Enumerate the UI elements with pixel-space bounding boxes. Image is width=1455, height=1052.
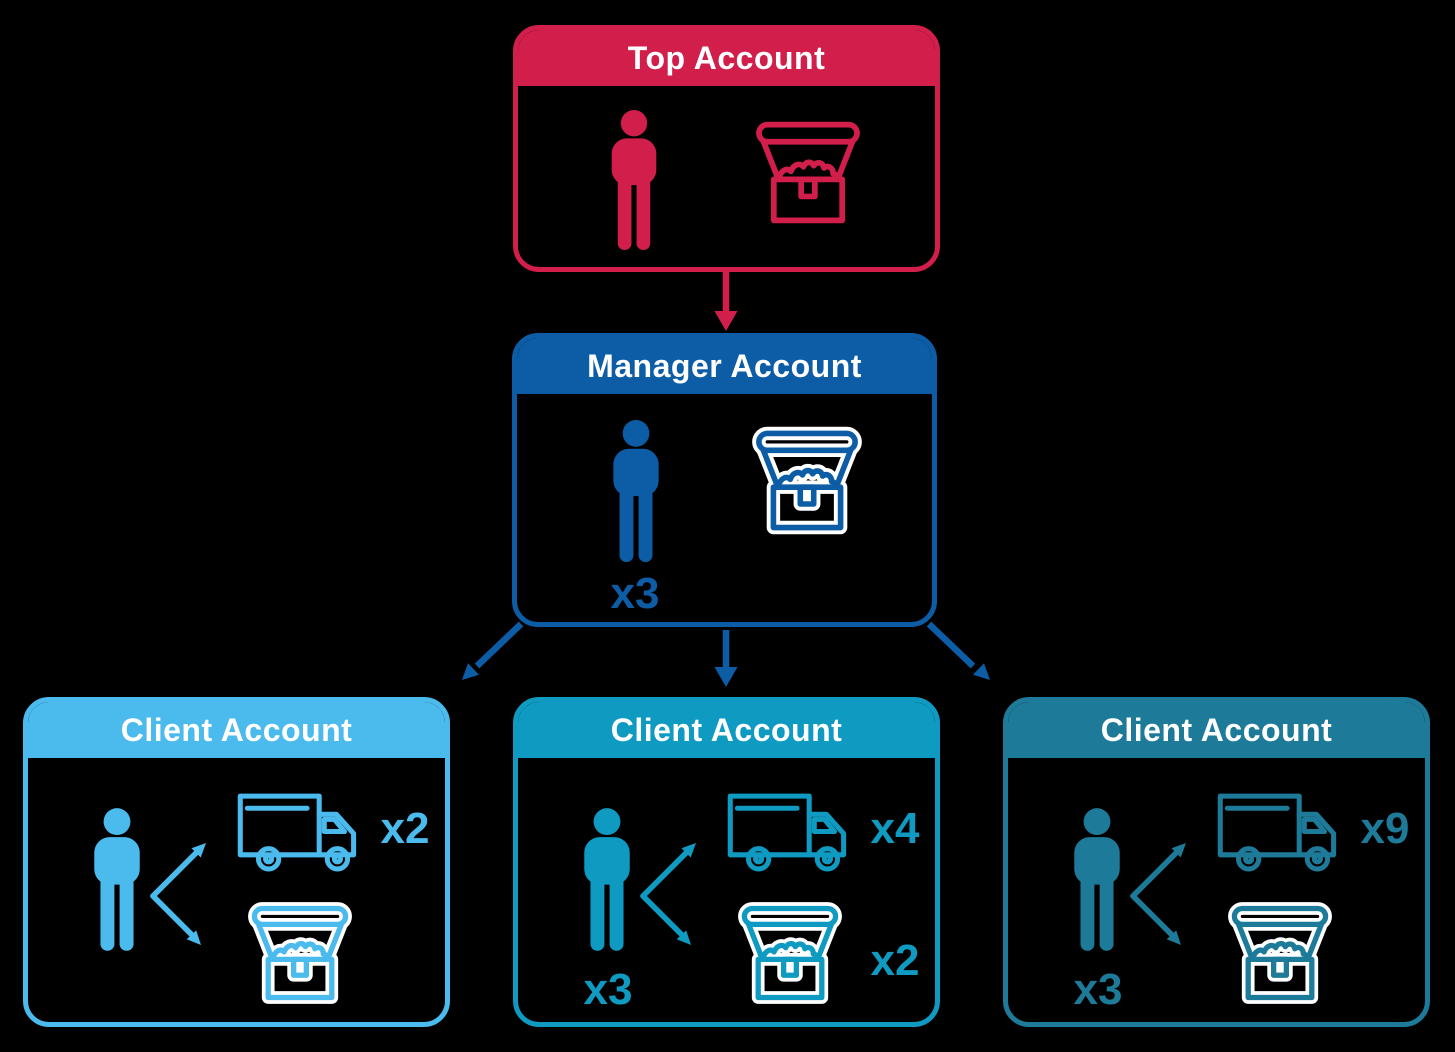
top-to-manager-arrow xyxy=(714,272,738,331)
person-icon xyxy=(584,808,630,951)
truck-icon xyxy=(236,788,368,873)
manager-account-title: Manager Account xyxy=(587,347,862,384)
treasure-chest-icon xyxy=(247,900,353,1006)
truck-count: x9 xyxy=(1360,804,1410,853)
person-icon xyxy=(611,110,657,250)
client-account-header: Client Account xyxy=(518,702,935,758)
truck-icon xyxy=(1216,788,1348,873)
treasure-chest-icon xyxy=(1227,900,1333,1006)
treasure-chest-icon xyxy=(737,900,843,1006)
truck-count: x2 xyxy=(380,804,430,853)
manager-account-header: Manager Account xyxy=(517,338,932,394)
client-account-header: Client Account xyxy=(1008,702,1425,758)
arrow-icon xyxy=(1130,843,1186,945)
truck-count: x4 xyxy=(870,804,920,853)
manager-to-client1-arrow xyxy=(462,621,524,680)
person-icon xyxy=(613,420,659,562)
treasure-chest-icon xyxy=(751,120,865,225)
person-count: x3 xyxy=(1073,965,1123,1014)
arrow-icon xyxy=(640,843,696,945)
person-icon xyxy=(1074,808,1120,951)
truck-icon xyxy=(726,788,858,873)
manager-to-client2-arrow xyxy=(714,630,738,687)
manager-to-client3-arrow xyxy=(926,621,990,680)
top-account-title: Top Account xyxy=(627,39,826,76)
manager-account-card: Manager Account x3 xyxy=(512,333,937,627)
person-icon xyxy=(94,808,140,951)
person-count: x3 xyxy=(583,965,633,1014)
client-account-card-2: Client Account x3 x4 x2 xyxy=(513,697,940,1027)
top-account-header: Top Account xyxy=(518,30,935,86)
top-account-card: Top Account xyxy=(513,25,940,272)
chest-count: x2 xyxy=(870,936,920,985)
treasure-chest-icon xyxy=(751,429,863,532)
client-account-title: Client Account xyxy=(120,711,353,748)
manager-person-count: x3 xyxy=(610,569,660,618)
client-account-header: Client Account xyxy=(28,702,445,758)
client-account-card-1: Client Account x2 xyxy=(23,697,450,1027)
client-account-title: Client Account xyxy=(610,711,843,748)
arrow-icon xyxy=(150,843,206,945)
client-account-card-3: Client Account x3 x9 xyxy=(1003,697,1430,1027)
client-account-title: Client Account xyxy=(1100,711,1333,748)
